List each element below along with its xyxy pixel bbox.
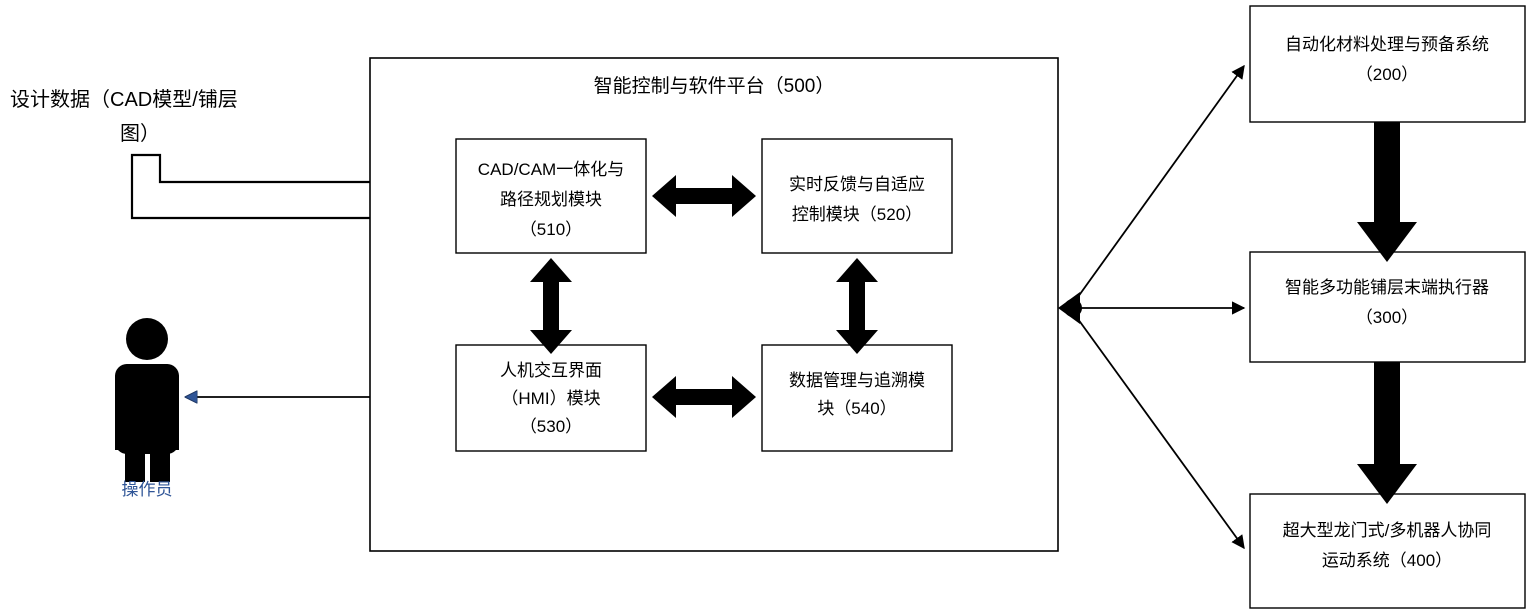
- module-510[interactable]: CAD/CAM一体化与 路径规划模块 （510）: [455, 138, 647, 254]
- subsystem-200-line2: （200）: [1356, 65, 1418, 84]
- module-520-line1: 实时反馈与自适应: [789, 175, 925, 194]
- module-530-line2: （HMI）模块: [501, 389, 600, 408]
- connector-300-400: [1357, 362, 1417, 504]
- subsystem-200-line1: 自动化材料处理与预备系统: [1285, 35, 1489, 54]
- subsystem-400-line2: 运动系统（400）: [1322, 551, 1452, 570]
- module-510-line1: CAD/CAM一体化与: [478, 160, 624, 179]
- module-520[interactable]: 实时反馈与自适应 控制模块（520）: [761, 138, 953, 254]
- connector-hub-200: [1069, 64, 1245, 309]
- module-530[interactable]: 人机交互界面 （HMI）模块 （530）: [455, 344, 647, 452]
- connector-530-540: [652, 376, 756, 418]
- subsystem-400-line1: 超大型龙门式/多机器人协同: [1283, 521, 1492, 540]
- module-510-line2: 路径规划模块: [500, 190, 602, 209]
- module-520-line2: 控制模块（520）: [792, 205, 922, 224]
- subsystem-300[interactable]: 智能多功能铺层末端执行器 （300）: [1249, 251, 1526, 363]
- source-data-line2: 图）: [120, 122, 160, 145]
- source-data-line1: 设计数据（CAD模型/铺层: [10, 88, 238, 111]
- source-data-label: 设计数据（CAD模型/铺层 图）: [10, 88, 238, 145]
- connector-hub-400: [1069, 307, 1245, 550]
- subsystem-300-line1: 智能多功能铺层末端执行器: [1285, 278, 1489, 297]
- module-540-line1: 数据管理与追溯模: [789, 371, 925, 390]
- module-510-line3: （510）: [520, 220, 582, 239]
- module-530-line3: （530）: [520, 417, 582, 436]
- subsystem-200[interactable]: 自动化材料处理与预备系统 （200）: [1249, 5, 1526, 123]
- module-520-box[interactable]: [761, 138, 953, 254]
- operator-figure: 操作员: [115, 318, 179, 499]
- connector-510-520: [652, 175, 756, 217]
- module-530-line1: 人机交互界面: [500, 361, 602, 380]
- connector-520-540: [836, 258, 878, 354]
- person-torso-icon: [115, 364, 179, 454]
- module-540-line2: 块（540）: [817, 399, 896, 418]
- subsystem-300-box[interactable]: [1249, 251, 1526, 363]
- subsystem-300-line2: （300）: [1356, 308, 1418, 327]
- module-540-box[interactable]: [761, 344, 953, 452]
- person-leg-right-icon: [150, 440, 170, 482]
- module-510-box[interactable]: [455, 138, 647, 254]
- connector-200-300: [1357, 122, 1417, 262]
- person-leg-left-icon: [125, 440, 145, 482]
- connector-510-530: [530, 258, 572, 354]
- module-540[interactable]: 数据管理与追溯模 块（540）: [761, 344, 953, 452]
- platform-title: 智能控制与软件平台（500）: [594, 75, 835, 97]
- subsystem-200-box[interactable]: [1249, 5, 1526, 123]
- subsystem-400-box[interactable]: [1249, 493, 1526, 609]
- platform-container-box: [369, 57, 1059, 552]
- person-head-icon: [126, 318, 168, 360]
- module-530-box[interactable]: [455, 344, 647, 452]
- subsystem-400[interactable]: 超大型龙门式/多机器人协同 运动系统（400）: [1249, 493, 1526, 609]
- operator-label: 操作员: [122, 480, 173, 499]
